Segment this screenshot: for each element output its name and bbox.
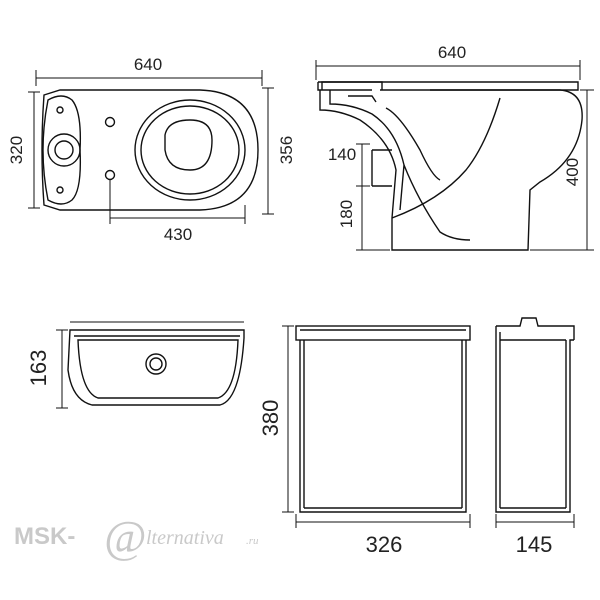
cistern-front-width-label: 326: [366, 532, 403, 557]
top-view-dimension-lines: [28, 70, 274, 224]
side-view-dimension-lines: [315, 60, 594, 251]
top-view-width-label: 640: [134, 55, 162, 74]
side-view-width-label: 640: [438, 43, 466, 62]
cistern-top-depth-label: 163: [26, 350, 51, 387]
watermark-at-symbol: @: [104, 511, 146, 562]
side-view-outlet-height-label: 140: [328, 145, 356, 164]
watermark-tld: .ru: [246, 535, 259, 547]
top-view-outline: [41, 89, 259, 211]
watermark: MSK- @ lternativa .ru: [14, 511, 259, 562]
cistern-side-view-outline: [495, 317, 575, 513]
cistern-side-depth-label: 145: [516, 532, 553, 557]
top-view-height-right-label: 356: [277, 136, 296, 164]
cistern-top-view-outline: [67, 329, 245, 406]
watermark-suffix: lternativa: [146, 527, 224, 549]
top-view-height-left-label: 320: [7, 136, 26, 164]
side-view-total-height-label: 400: [563, 158, 582, 186]
cistern-side-view-dimension-lines: [495, 514, 575, 528]
cistern-top-view-dimension-lines: [56, 321, 244, 409]
cistern-front-view-dimension-lines: [282, 325, 471, 528]
top-view-inner-width-label: 430: [164, 225, 192, 244]
watermark-prefix: MSK-: [14, 523, 75, 550]
side-view-lower-height-label: 180: [337, 200, 356, 228]
cistern-front-view-outline: [295, 325, 471, 513]
cistern-front-height-label: 380: [258, 400, 283, 437]
side-view-outline: [317, 81, 583, 251]
